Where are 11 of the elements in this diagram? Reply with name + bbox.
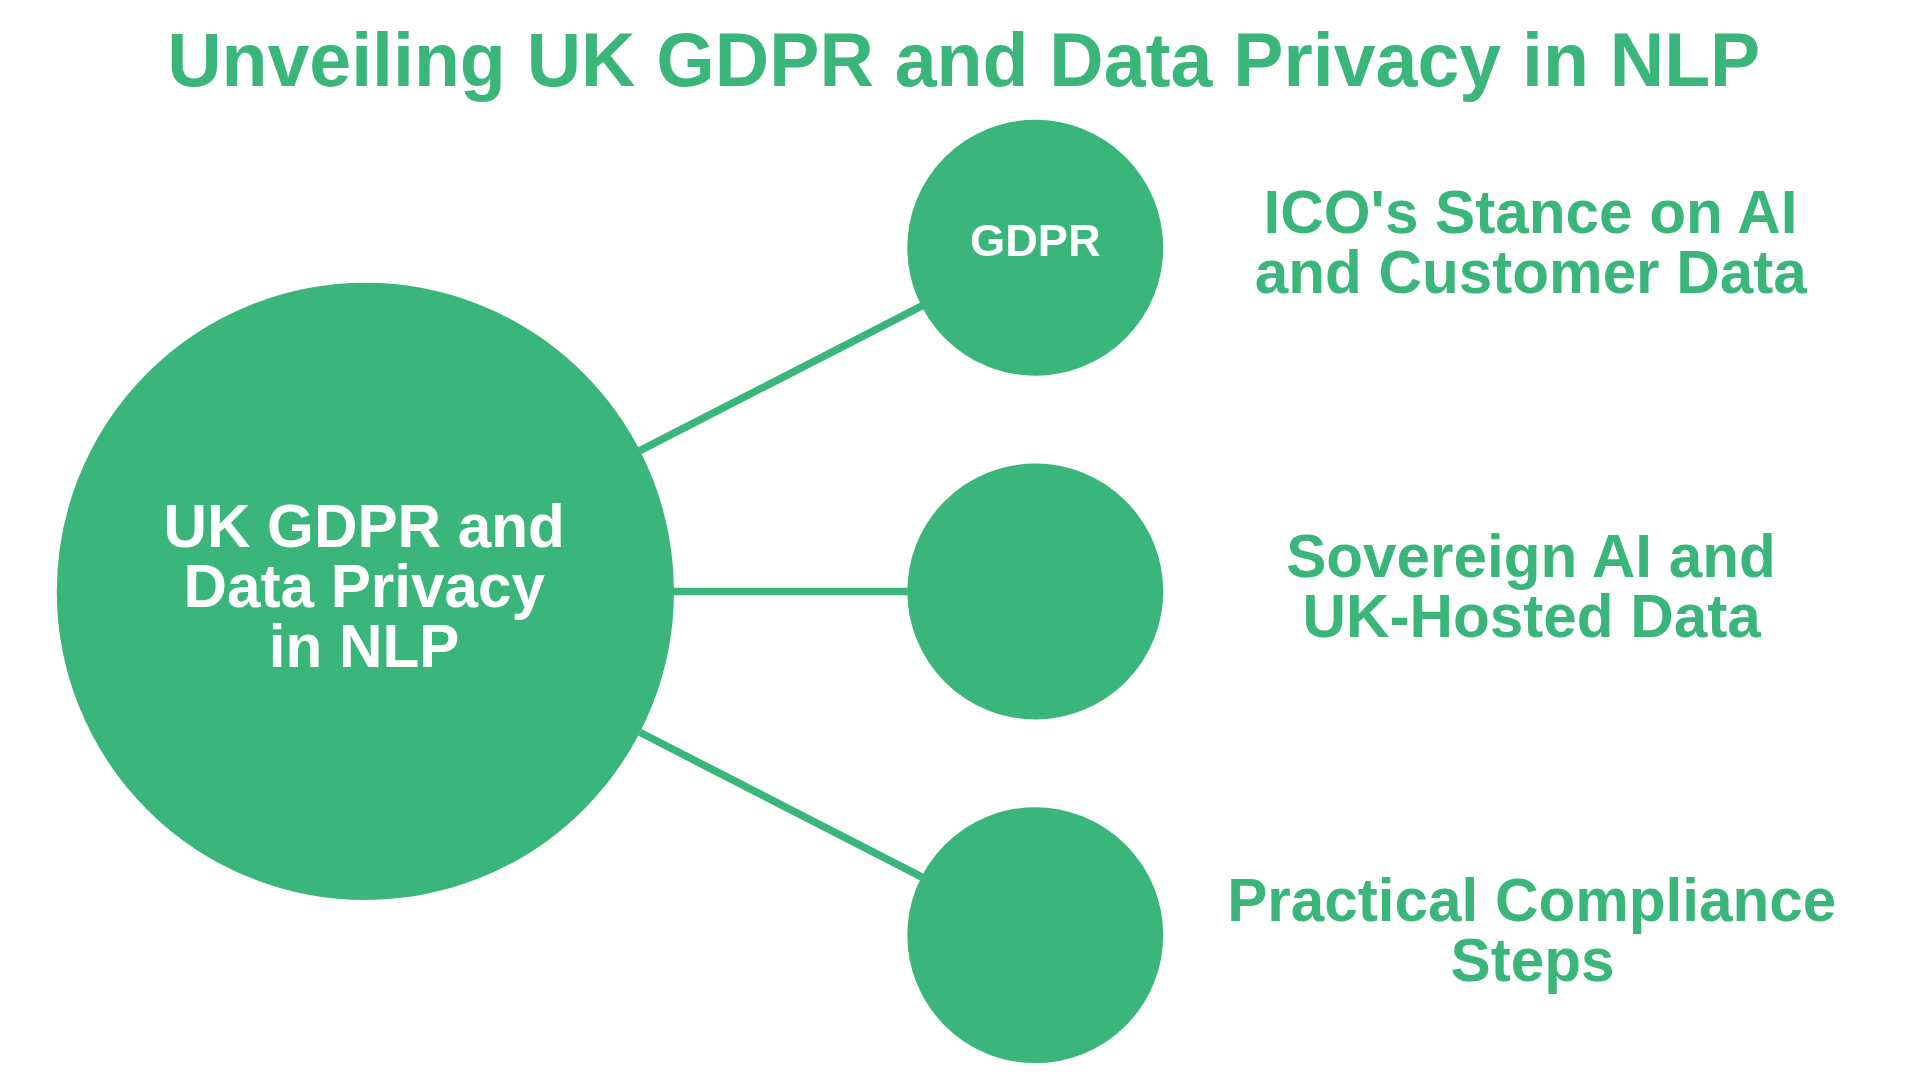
diagram-title: Unveiling UK GDPR and Data Privacy in NLP	[167, 17, 1761, 102]
node-circle	[907, 807, 1164, 1064]
connector	[638, 302, 925, 454]
node-label: ICO's Stance on AI and Customer Data	[1254, 178, 1807, 307]
node-circle: UK GDPR and Data Privacy in NLP	[56, 282, 674, 901]
connector	[638, 728, 925, 881]
connector	[672, 587, 908, 596]
node-label: Practical Compliance Steps	[1227, 865, 1837, 994]
node-label: Sovereign AI and UK-Hosted Data	[1286, 521, 1776, 651]
node-circle	[907, 463, 1164, 720]
node-circle: GDPR	[907, 119, 1164, 376]
